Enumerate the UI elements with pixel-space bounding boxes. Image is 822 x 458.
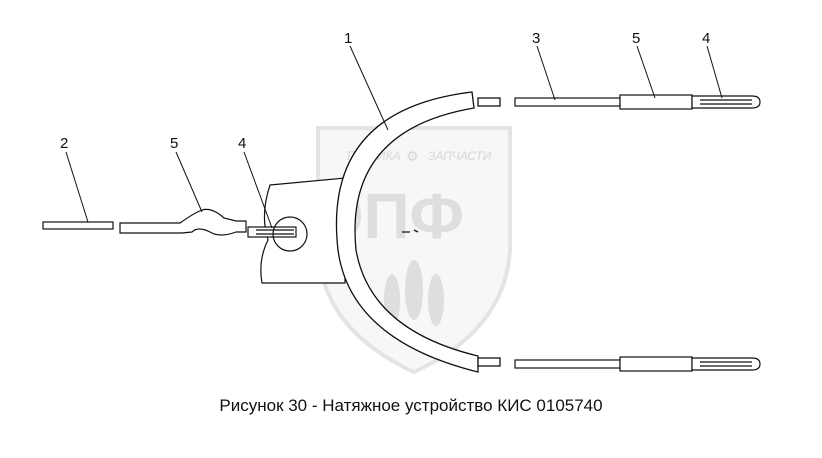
right-top-assembly xyxy=(514,94,761,110)
arc-pin-top xyxy=(477,97,501,107)
arc-band xyxy=(335,91,479,373)
arc-pin-bottom xyxy=(477,357,501,367)
callout-4-left: 4 xyxy=(238,135,246,152)
watermark-text-line2: ЗАПЧАСТИ xyxy=(428,149,492,163)
callout-4-top: 4 xyxy=(702,30,710,47)
callout-3: 3 xyxy=(532,30,540,47)
right-bottom-assembly xyxy=(514,356,761,372)
callout-1: 1 xyxy=(344,30,352,47)
callout-2: 2 xyxy=(60,135,68,152)
figure-caption: Рисунок 30 - Натяжное устройство КИС 010… xyxy=(219,396,603,415)
leader-2 xyxy=(65,151,89,223)
left-assembly xyxy=(42,177,346,284)
gear-icon: ⚙ xyxy=(406,149,419,165)
center-mark xyxy=(402,229,419,233)
detail-circle xyxy=(272,216,308,252)
rod-bottom xyxy=(514,359,621,369)
housing-bracket xyxy=(260,177,346,284)
fork-tip-part-4 xyxy=(691,95,761,109)
leader-4-left xyxy=(243,151,273,229)
rod-part-2 xyxy=(42,221,114,230)
callout-5-left: 5 xyxy=(170,135,178,152)
leader-lines xyxy=(65,45,723,229)
leader-4-top xyxy=(706,45,723,99)
sleeve-part-5 xyxy=(619,94,693,110)
leader-5-left xyxy=(175,151,203,213)
bent-rod-part-5 xyxy=(119,208,247,236)
leader-1 xyxy=(349,45,389,131)
leader-5-top xyxy=(636,45,656,99)
arc-part-1 xyxy=(335,91,501,373)
rod-part-3 xyxy=(514,97,621,107)
callout-5-top: 5 xyxy=(632,30,640,47)
leader-3 xyxy=(536,45,556,101)
sleeve-bottom xyxy=(619,356,693,372)
tip-part-4 xyxy=(247,226,297,238)
fork-tip-bottom xyxy=(691,357,761,371)
